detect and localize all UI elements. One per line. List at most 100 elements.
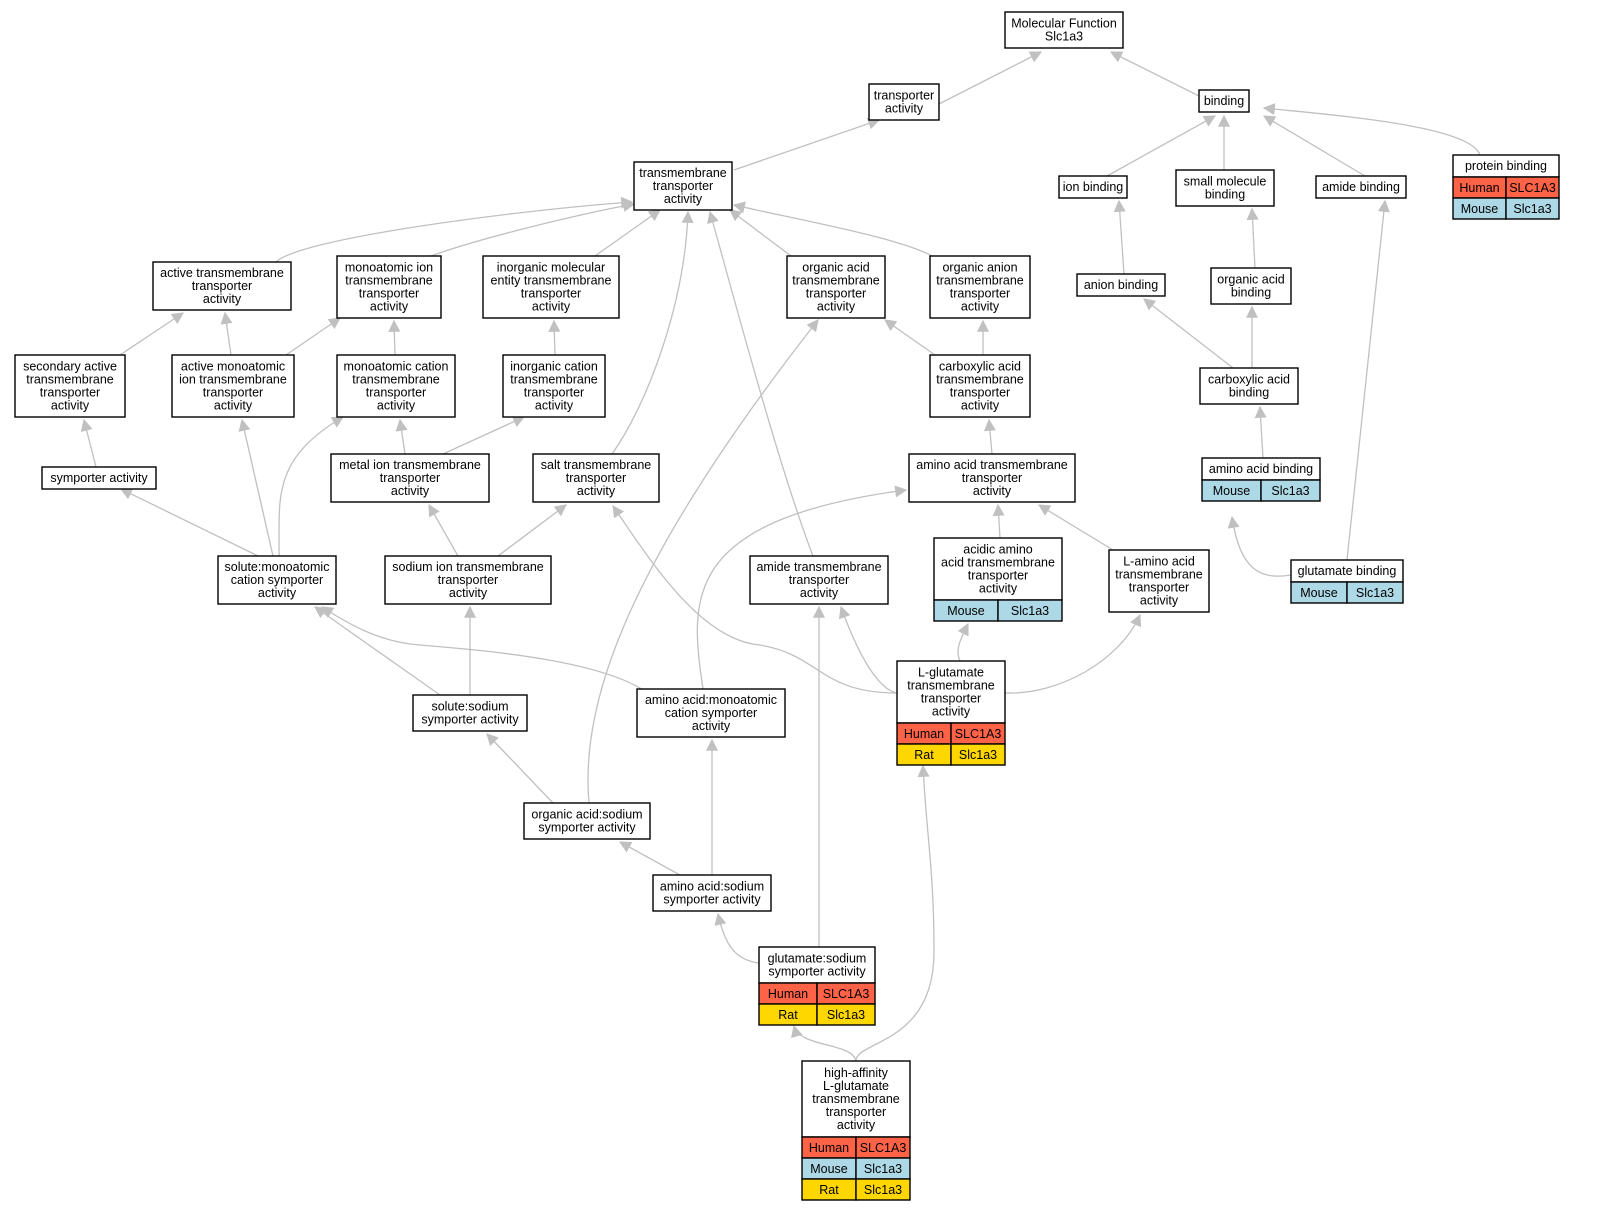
edge-high-affinity-l-glutamate-transmembrane-transporter-activity-to-l-glutamate-transmembrane-transporter-activity: [855, 764, 935, 1062]
node-label-line: symporter activity: [50, 471, 148, 485]
node-label-line: solute:sodium: [431, 700, 508, 714]
edge-salt-transmembrane-transporter-activity-to-transmembrane-transporter-activity: [611, 210, 694, 455]
node-organic-anion-transmembrane-transporter-activity[interactable]: organic aniontransmembranetransporteract…: [929, 255, 1031, 319]
node-monoatomic-ion-transmembrane-transporter-activity[interactable]: monoatomic iontransmembranetransporterac…: [336, 255, 442, 319]
node-monoatomic-cation-transmembrane-transporter-activity[interactable]: monoatomic cationtransmembranetransporte…: [336, 354, 456, 418]
node-label-line: activity: [577, 484, 616, 498]
node-label-line: transporter: [359, 287, 419, 301]
node-box: [171, 354, 295, 418]
node-label-line: transporter: [968, 569, 1028, 583]
edge-metal-ion-transmembrane-transporter-activity-to-monoatomic-cation-transmembrane-transporter-activity: [395, 418, 408, 455]
node-label-line: organic anion: [942, 261, 1017, 275]
node-label-line: amino acid:monoatomic: [645, 693, 777, 707]
edge-glutamate-sodium-symporter-activity-to-amino-acid-sodium-symporter-activity: [714, 912, 760, 964]
node-label-line: metal ion transmembrane: [339, 458, 481, 472]
node-label-line: amide binding: [1322, 180, 1400, 194]
node-l-amino-acid-transmembrane-transporter-activity[interactable]: L-amino acidtransmembranetransporteracti…: [1108, 549, 1210, 613]
annotation-species-label: Human: [904, 727, 944, 741]
edge-organic-acid-binding-to-small-molecule-binding: [1246, 207, 1259, 269]
node-inorganic-cation-transmembrane-transporter-activity[interactable]: inorganic cationtransmembranetransporter…: [502, 354, 606, 418]
node-box: [749, 555, 889, 605]
node-label-line: carboxylic acid: [939, 360, 1021, 374]
node-label-line: transporter: [653, 179, 713, 193]
node-sodium-ion-transmembrane-transporter-activity[interactable]: sodium ion transmembranetransporteractiv…: [384, 555, 552, 605]
node-amino-acid-transmembrane-transporter-activity[interactable]: amino acid transmembranetransporteractiv…: [908, 453, 1076, 503]
node-label-line: inorganic cation: [510, 360, 598, 374]
node-box: [1199, 367, 1299, 405]
node-metal-ion-transmembrane-transporter-activity[interactable]: metal ion transmembranetransporteractivi…: [330, 453, 490, 503]
node-label-line: activity: [961, 399, 1000, 413]
node-organic-acid-transmembrane-transporter-activity[interactable]: organic acidtransmembranetransporteracti…: [786, 255, 886, 319]
node-label-line: transmembrane: [936, 373, 1024, 387]
node-label-line: organic acid: [1217, 273, 1284, 287]
node-label-line: glutamate:sodium: [768, 952, 867, 966]
edge-carboxylic-acid-binding-to-anion-binding: [1143, 298, 1234, 369]
node-box: [482, 255, 620, 319]
annotation-species-label: Human: [768, 987, 808, 1001]
edge-ion-binding-to-binding: [1106, 115, 1217, 177]
node-box: [633, 161, 733, 211]
node-anion-binding[interactable]: anion binding: [1076, 273, 1166, 297]
edge-organic-acid-transmembrane-transporter-activity-to-transmembrane-transporter-activity: [729, 209, 792, 257]
edge-solute-monoatomic-cation-symporter-activity-to-symporter-activity: [119, 488, 259, 557]
node-amide-binding[interactable]: amide binding: [1315, 175, 1407, 199]
node-label-line: binding: [1205, 188, 1245, 202]
node-label-line: transmembrane: [510, 373, 598, 387]
node-binding[interactable]: binding: [1198, 89, 1250, 113]
node-label-line: acidic amino: [963, 543, 1033, 557]
node-label-line: cation symporter: [665, 706, 757, 720]
node-ion-binding[interactable]: ion binding: [1058, 175, 1128, 199]
edge-monoatomic-cation-transmembrane-transporter-activity-to-monoatomic-ion-transmembrane-transporter-activity: [388, 319, 401, 356]
node-label-line: acid transmembrane: [941, 556, 1055, 570]
edge-organic-acid-sodium-symporter-activity-to-solute-sodium-symporter-activity: [486, 733, 554, 804]
node-label-line: transmembrane: [907, 679, 995, 693]
edge-l-glutamate-transmembrane-transporter-activity-to-l-amino-acid-transmembrane-transporter-activity: [1004, 613, 1142, 694]
node-carboxylic-acid-transmembrane-transporter-activity[interactable]: carboxylic acidtransmembranetransportera…: [929, 354, 1031, 418]
node-label-line: transporter: [962, 471, 1022, 485]
node-label-line: secondary active: [23, 360, 117, 374]
node-label-line: transporter: [366, 386, 426, 400]
node-label-line: binding: [1229, 386, 1269, 400]
node-high-affinity-l-glutamate-transmembrane-transporter-activity[interactable]: high-affinityL-glutamatetransmembranetra…: [801, 1060, 911, 1201]
node-l-glutamate-transmembrane-transporter-activity[interactable]: L-glutamatetransmembranetransporteractiv…: [896, 660, 1006, 766]
node-label-line: organic acid: [802, 261, 869, 275]
node-label-line: activity: [932, 705, 971, 719]
node-label-line: activity: [203, 292, 242, 306]
node-label-line: activity: [973, 484, 1012, 498]
edge-sodium-ion-transmembrane-transporter-activity-to-salt-transmembrane-transporter-activity: [497, 504, 567, 557]
edge-amide-binding-to-binding: [1262, 115, 1366, 177]
node-label-line: transporter: [380, 471, 440, 485]
node-secondary-active-transmembrane-transporter-activity[interactable]: secondary activetransmembranetransporter…: [14, 354, 126, 418]
edge-l-glutamate-transmembrane-transporter-activity-to-acidic-amino-acid-transmembrane-transporter-activity: [957, 622, 969, 662]
node-box: [217, 555, 337, 605]
node-label-line: transmembrane: [1115, 568, 1203, 582]
node-box: [1004, 11, 1124, 49]
edge-inorganic-molecular-entity-transmembrane-transporter-activity-to-transmembrane-transporter-activity: [594, 209, 661, 257]
node-label-line: activity: [377, 399, 416, 413]
node-symporter-activity[interactable]: symporter activity: [41, 466, 157, 490]
edge-glutamate-binding-to-amide-binding: [1346, 199, 1390, 561]
node-label-line: transporter: [40, 386, 100, 400]
node-label-line: binding: [1231, 286, 1271, 300]
